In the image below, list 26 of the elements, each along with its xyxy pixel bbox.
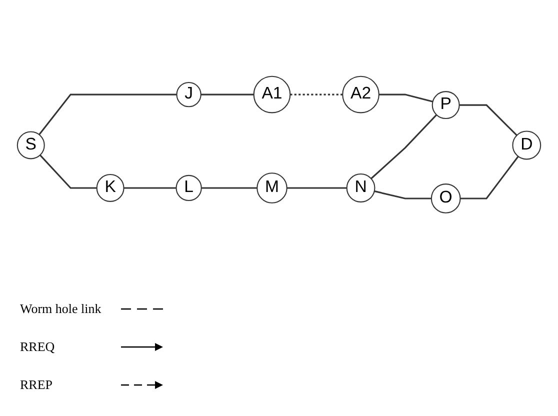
connector <box>374 190 432 200</box>
node-circle: D <box>512 131 542 160</box>
connector <box>286 188 347 190</box>
connector <box>201 188 258 190</box>
connector <box>124 188 176 190</box>
legend-label: RREP <box>20 377 54 393</box>
node-circle: L <box>176 175 202 202</box>
node-circle: A1 <box>253 76 291 114</box>
legend-label: RREQ <box>20 339 56 355</box>
node-circle: S <box>16 132 45 160</box>
connector <box>290 94 343 96</box>
node-circle: J <box>176 82 202 108</box>
node-circle: O <box>430 184 461 214</box>
connector <box>200 94 254 96</box>
node-circle: K <box>96 174 124 202</box>
connector <box>460 156 519 200</box>
connector <box>459 104 518 136</box>
connector <box>39 154 97 190</box>
connector <box>370 114 438 180</box>
legend-label: Worm hole link <box>20 301 102 317</box>
node-circle: N <box>346 174 376 203</box>
connector <box>378 94 433 103</box>
node-circle: P <box>432 91 460 120</box>
node-circle: M <box>256 172 288 204</box>
connector <box>38 94 177 136</box>
node-circle: A2 <box>342 76 380 114</box>
